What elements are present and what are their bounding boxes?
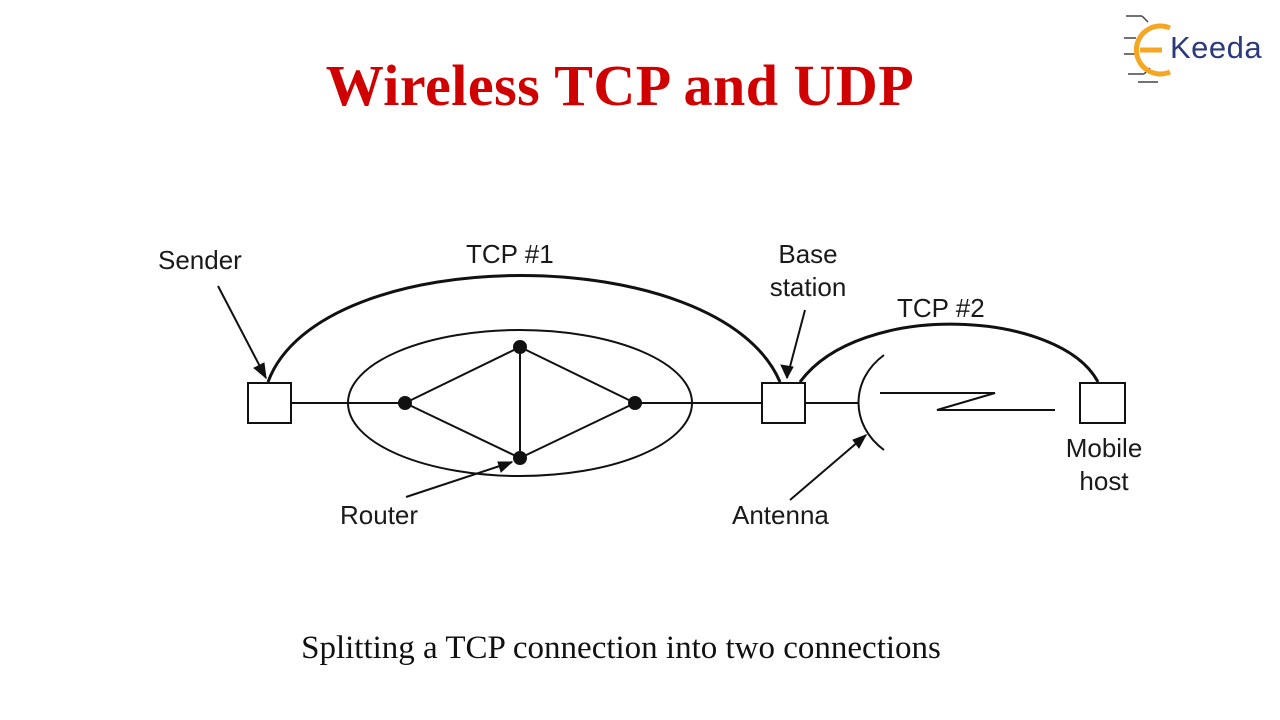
tcp2-arc	[798, 322, 1100, 383]
sender-pointer	[217, 285, 267, 379]
ekeeda-logo	[1124, 15, 1171, 83]
base-station-label: Base station	[760, 238, 856, 304]
tcp2-label: TCP #2	[897, 293, 985, 323]
slide-title: Wireless TCP and UDP	[325, 53, 915, 118]
tcp1-label: TCP #1	[466, 239, 554, 269]
router-node	[628, 396, 642, 410]
mobile-host-label: Mobile host	[1054, 432, 1154, 498]
sender-node	[247, 382, 292, 424]
base-station-node	[761, 382, 806, 424]
router-node	[398, 396, 412, 410]
logo-text: Keeda	[1170, 30, 1263, 65]
mobile-host-label-line1: Mobile	[1065, 433, 1143, 463]
network-cloud	[347, 329, 693, 477]
base-station-label-line2: station	[769, 272, 847, 302]
mobile-host-node	[1079, 382, 1126, 424]
mobile-host-label-line2: host	[1079, 466, 1129, 496]
router-pointer	[405, 461, 513, 498]
sender-label: Sender	[158, 245, 242, 275]
router-node	[513, 340, 527, 354]
tcp1-arc	[266, 274, 782, 383]
antenna-icon	[857, 354, 885, 451]
antenna-pointer	[789, 434, 867, 501]
wireless-link-icon	[880, 392, 1055, 411]
router-node	[513, 451, 527, 465]
router-label: Router	[340, 500, 419, 530]
base-station-label-line1: Base	[778, 239, 838, 269]
slide-caption: Splitting a TCP connection into two conn…	[301, 630, 941, 666]
antenna-label: Antenna	[732, 500, 829, 530]
logo-e-mark	[1133, 23, 1171, 77]
